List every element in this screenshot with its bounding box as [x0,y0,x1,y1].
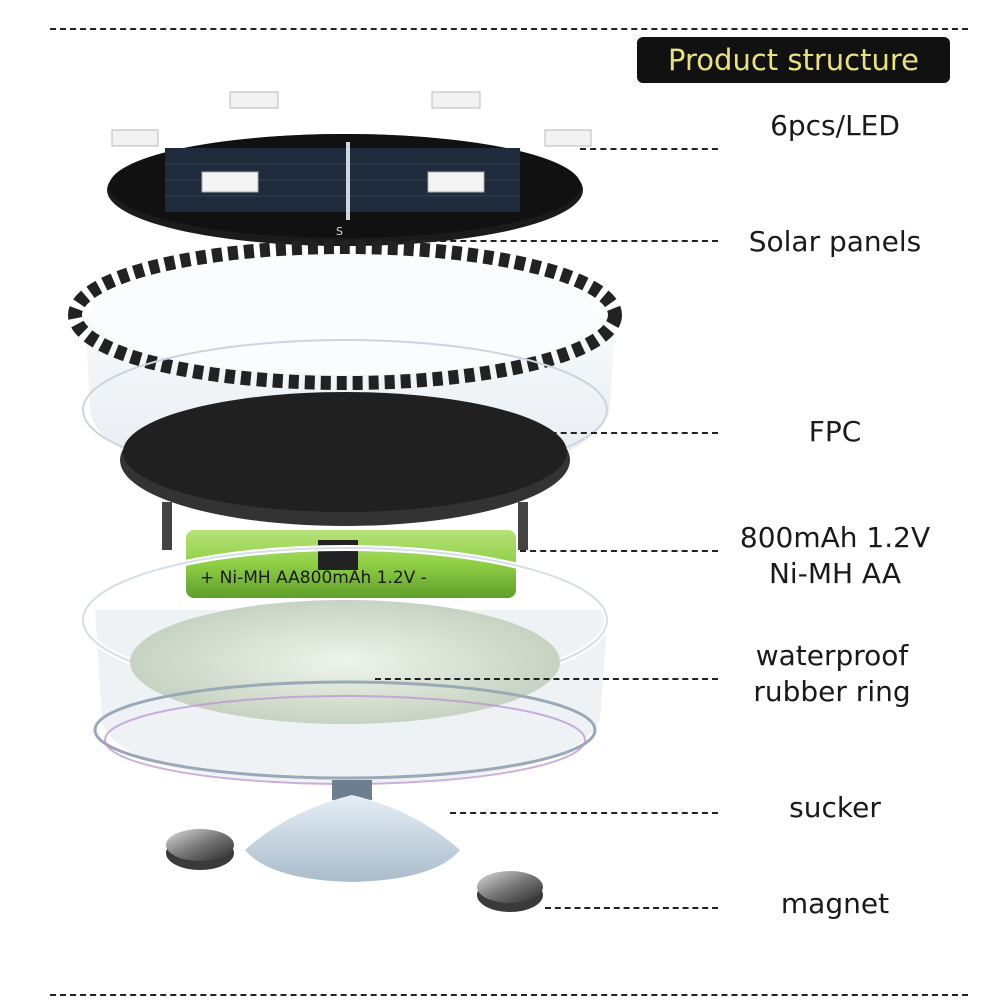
label-fpc: FPC [808,415,862,448]
base-with-ring [80,545,610,785]
leader-solar [410,240,718,242]
badge-title: Product structure [668,43,919,77]
leader-sucker [450,812,718,814]
bottom-dashed-rule [50,994,968,996]
battery-print: + Ni-MH AA800mAh 1.2V - [200,568,427,588]
leader-fpc [480,432,718,434]
magnets [166,829,543,912]
solar-panel-disc: S [107,134,583,246]
top-dashed-rule [50,28,968,30]
leader-led [580,148,718,150]
fpc-board [120,392,570,550]
label-solar-panels: Solar panels [748,225,922,258]
label-battery: 800mAh 1.2V Ni-MH AA [739,521,931,590]
product-structure-badge: Product structure [637,37,950,83]
label-led: 6pcs/LED [770,109,900,142]
label-sucker: sucker [789,791,881,824]
label-waterproof-ring: waterproof rubber ring [753,639,911,708]
led-chips [111,91,592,147]
label-magnet: magnet [780,887,890,920]
solar-panel-mark: S [336,225,343,238]
exploded-view-illustration: S + Ni-MH AA800mAh 1.2V - [68,91,622,912]
leader-battery [520,550,718,552]
sucker-cup [245,780,460,882]
battery-cell: + Ni-MH AA800mAh 1.2V - [186,530,516,598]
leader-ring [375,678,718,680]
leader-magnet [545,907,718,909]
